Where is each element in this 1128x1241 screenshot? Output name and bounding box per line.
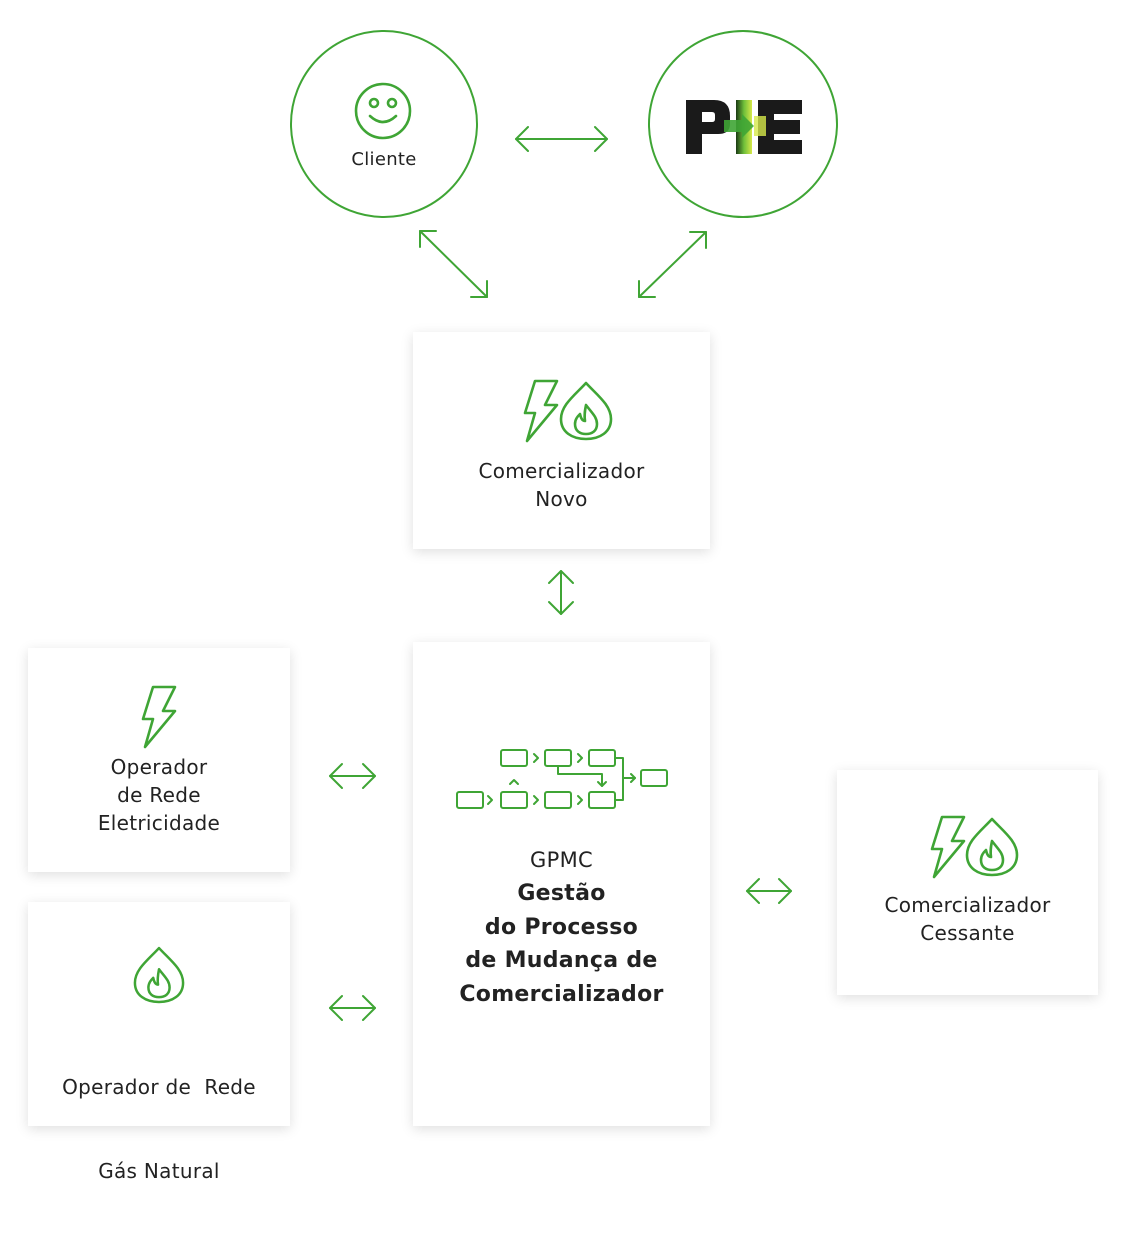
operador-eletricidade-card: Operador de Rede Eletricidade	[28, 648, 290, 872]
comercializador-cessante-card: Comercializador Cessante	[837, 770, 1098, 995]
smiley-icon	[354, 82, 412, 140]
lightning-icon	[523, 379, 559, 443]
operador-gas-line2: Gás Natural	[98, 1159, 220, 1183]
process-flow-icon	[456, 749, 668, 809]
comercializador-cessante-line2: Cessante	[920, 921, 1015, 945]
operador-eletricidade-line1: Operador	[110, 755, 208, 779]
arrow-gas-gpmc	[329, 995, 376, 1021]
cliente-label: Cliente	[351, 149, 417, 170]
operador-eletricidade-label: Operador de Rede Eletricidade	[28, 753, 290, 837]
arrow-novo-gpmc	[548, 570, 574, 615]
flame-icon	[133, 946, 185, 1004]
flame-icon	[559, 381, 613, 441]
gpmc-acronym: GPMC	[530, 848, 593, 872]
comercializador-novo-line1: Comercializador	[478, 459, 645, 483]
lightning-icon	[141, 685, 177, 749]
operador-gas-label: Operador de Rede Gás Natural	[28, 1017, 290, 1241]
arrow-pie-novo	[638, 231, 707, 298]
pie-node	[648, 30, 838, 218]
arrow-cliente-pie	[515, 126, 608, 152]
gpmc-card: GPMC Gestão do Processo de Mudança de Co…	[413, 642, 710, 1126]
comercializador-novo-card: Comercializador Novo	[413, 332, 710, 549]
gpmc-title: Gestão do Processo de Mudança de Comerci…	[413, 877, 710, 1011]
operador-gas-line1: Operador de Rede	[62, 1075, 256, 1099]
arrow-eletricidade-gpmc	[329, 763, 376, 789]
connector-arrows	[329, 126, 792, 1021]
comercializador-novo-line2: Novo	[535, 487, 588, 511]
operador-eletricidade-line3: Eletricidade	[97, 811, 221, 835]
operador-gas-card: Operador de Rede Gás Natural	[28, 902, 290, 1183]
gpmc-line1: Gestão	[517, 881, 606, 906]
comercializador-cessante-label: Comercializador Cessante	[837, 891, 1098, 947]
gpmc-line2: do Processo	[484, 914, 639, 940]
operador-eletricidade-line2: de Rede	[117, 783, 201, 807]
flame-icon	[965, 817, 1019, 877]
pie-logo	[686, 100, 802, 154]
gpmc-line3: de Mudança de	[465, 948, 658, 973]
lightning-icon	[930, 815, 966, 879]
comercializador-novo-label: Comercializador Novo	[413, 457, 710, 513]
arrow-cliente-novo	[419, 230, 488, 298]
gpmc-line4: Comercializador	[459, 981, 664, 1007]
comercializador-cessante-line1: Comercializador	[884, 893, 1051, 917]
cliente-node: Cliente	[290, 30, 478, 218]
arrow-gpmc-cessante	[746, 878, 792, 904]
